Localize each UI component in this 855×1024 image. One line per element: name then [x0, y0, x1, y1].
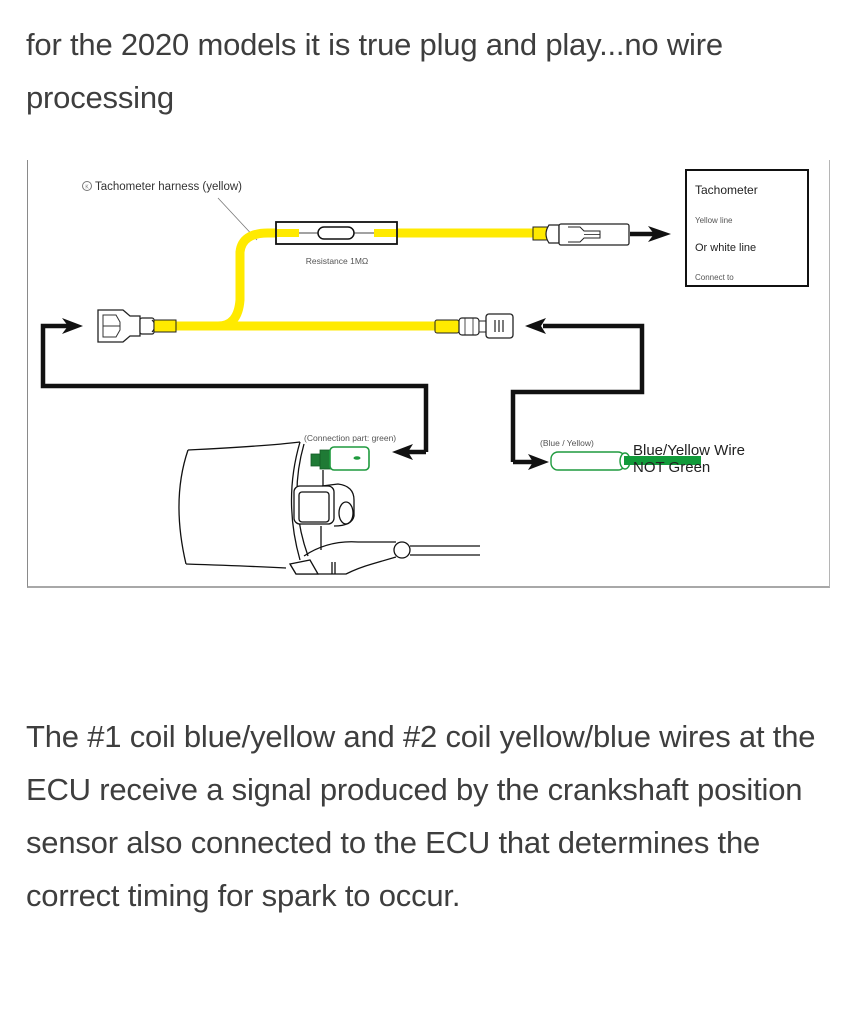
resistor-body [317, 226, 355, 240]
arrow-head-left-connector [62, 318, 83, 334]
resistor: Resistance 1MΩ [275, 221, 398, 266]
arrow-head-middle-connector [525, 318, 546, 334]
connection-part-label: (Connection part: green) [304, 433, 396, 443]
arrow-to-tachometer [630, 226, 671, 242]
harness-marker: K [85, 185, 89, 191]
intro-paragraph: for the 2020 models it is true plug and … [26, 27, 723, 115]
tachometer-wiring-diagram: K Tachometer harness (yellow) Resistance… [27, 160, 830, 588]
middle-connector [434, 313, 514, 339]
harness-label-group: K Tachometer harness (yellow) [82, 181, 258, 241]
signal-path-right [510, 318, 645, 470]
resistor-lead-right [374, 229, 396, 237]
signal-path-left [40, 318, 429, 460]
diagram-svg: K Tachometer harness (yellow) Resistance… [40, 169, 809, 575]
annotation-green-highlight [624, 456, 701, 465]
tachometer-line-white: Or white line [695, 242, 756, 254]
harness-marker-icon [82, 181, 92, 191]
arrow-head-blue-yellow [528, 454, 549, 470]
resistor-label: Resistance 1MΩ [306, 256, 369, 266]
ecu-green-connector: (Connection part: green) [304, 433, 396, 471]
yellow-harness [176, 228, 538, 331]
tachometer-box-frame [685, 169, 809, 287]
explanation-paragraph: The #1 coil blue/yellow and #2 coil yell… [26, 719, 816, 913]
annotation-line-1: Blue/Yellow Wire [633, 442, 745, 459]
blue-yellow-wire: (Blue / Yellow) Blue/Yellow Wire NOT Gre… [540, 438, 745, 476]
tachometer-box: Tachometer Yellow line Or white line Con… [685, 169, 809, 287]
tachometer-connect-to: Connect to [695, 273, 734, 282]
tachometer-title: Tachometer [695, 183, 758, 197]
blue-yellow-label: (Blue / Yellow) [540, 438, 594, 448]
left-connector [97, 309, 177, 343]
annotation-line-2: NOT Green [633, 459, 710, 476]
tachometer-connector [532, 223, 630, 246]
harness-label: Tachometer harness (yellow) [95, 181, 242, 193]
harness-branch-wire [217, 228, 303, 331]
engine-ecu-illustration [178, 441, 480, 575]
resistor-lead-left [277, 229, 299, 237]
arrow-head-green-connector [392, 444, 413, 460]
tachometer-line-yellow: Yellow line [695, 216, 733, 225]
